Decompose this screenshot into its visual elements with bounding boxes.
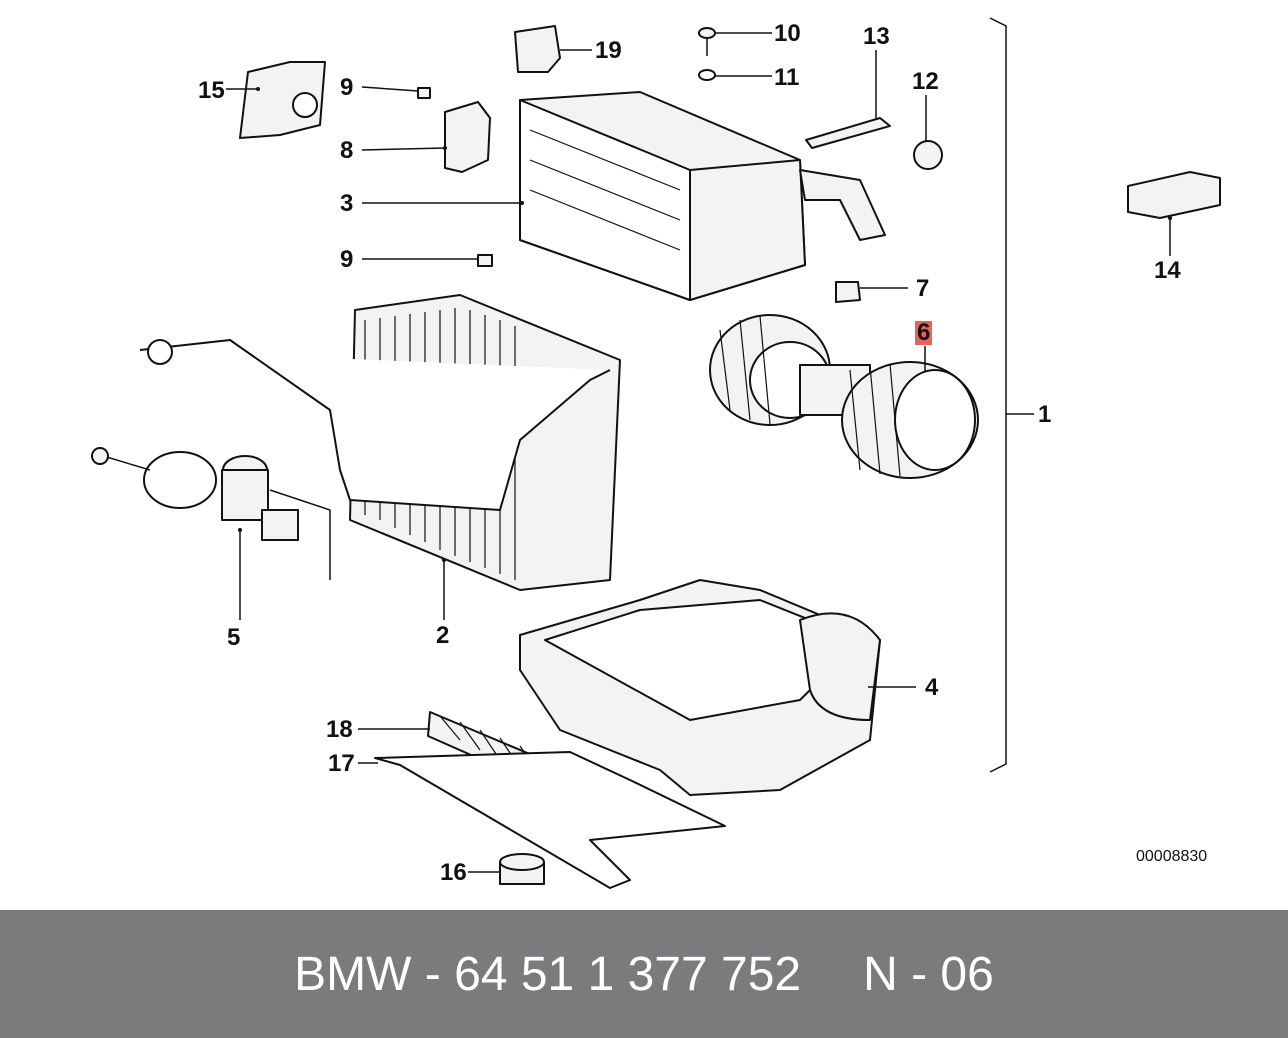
screw-lower-part xyxy=(477,254,493,267)
callout-15: 15 xyxy=(198,77,225,104)
callout-19: 19 xyxy=(595,37,622,64)
callout-8: 8 xyxy=(340,137,354,164)
page-reference-text: N - 06 xyxy=(863,947,994,1001)
sensor-part xyxy=(805,117,891,149)
callout-4: 4 xyxy=(925,674,939,701)
evaporator-part xyxy=(139,294,621,591)
screw-part xyxy=(698,27,716,56)
callout-18: 18 xyxy=(326,716,353,743)
blower-fan-part xyxy=(709,314,979,479)
callout-12: 12 xyxy=(912,68,939,95)
part-number-footer: BMW - 64 51 1 377 752 N - 06 xyxy=(0,910,1288,1038)
exploded-view-drawing xyxy=(91,17,1221,889)
bushing-part xyxy=(913,140,943,170)
callout-6-highlighted: 6 xyxy=(915,319,933,346)
callout-11: 11 xyxy=(774,64,800,91)
seal-strip-part xyxy=(374,751,726,889)
callout-13: 13 xyxy=(863,23,890,50)
switch-part xyxy=(239,61,326,139)
washer-part xyxy=(698,69,716,81)
small-clip-part xyxy=(835,281,861,303)
diagram-reference-code: 00008830 xyxy=(1136,848,1208,865)
assembly-bracket xyxy=(989,17,1007,773)
callout-1: 1 xyxy=(1038,401,1052,428)
relay-part xyxy=(1127,171,1221,219)
screw-upper-part xyxy=(417,87,431,99)
callout-17: 17 xyxy=(328,750,355,777)
callout-5: 5 xyxy=(227,624,241,651)
lower-housing-part xyxy=(519,579,881,796)
callout-14: 14 xyxy=(1154,257,1181,284)
callout-2: 2 xyxy=(436,622,450,649)
clip-part xyxy=(514,25,561,73)
callout-16: 16 xyxy=(440,859,467,886)
callout-9-lower: 9 xyxy=(340,246,354,273)
part-number-text: BMW - 64 51 1 377 752 xyxy=(294,947,802,1001)
resistor-part xyxy=(444,101,491,173)
callout-7: 7 xyxy=(916,275,930,302)
callout-9-upper: 9 xyxy=(340,74,354,101)
parts-diagram: 1 2 3 4 5 6 7 8 9 9 10 11 12 13 14 15 16… xyxy=(91,17,1221,889)
callout-10: 10 xyxy=(774,20,801,47)
callout-3: 3 xyxy=(340,190,354,217)
leader-lines xyxy=(226,32,1172,873)
expansion-valve-part xyxy=(91,447,331,580)
upper-housing-part xyxy=(519,91,886,301)
grommet-part xyxy=(499,853,545,885)
